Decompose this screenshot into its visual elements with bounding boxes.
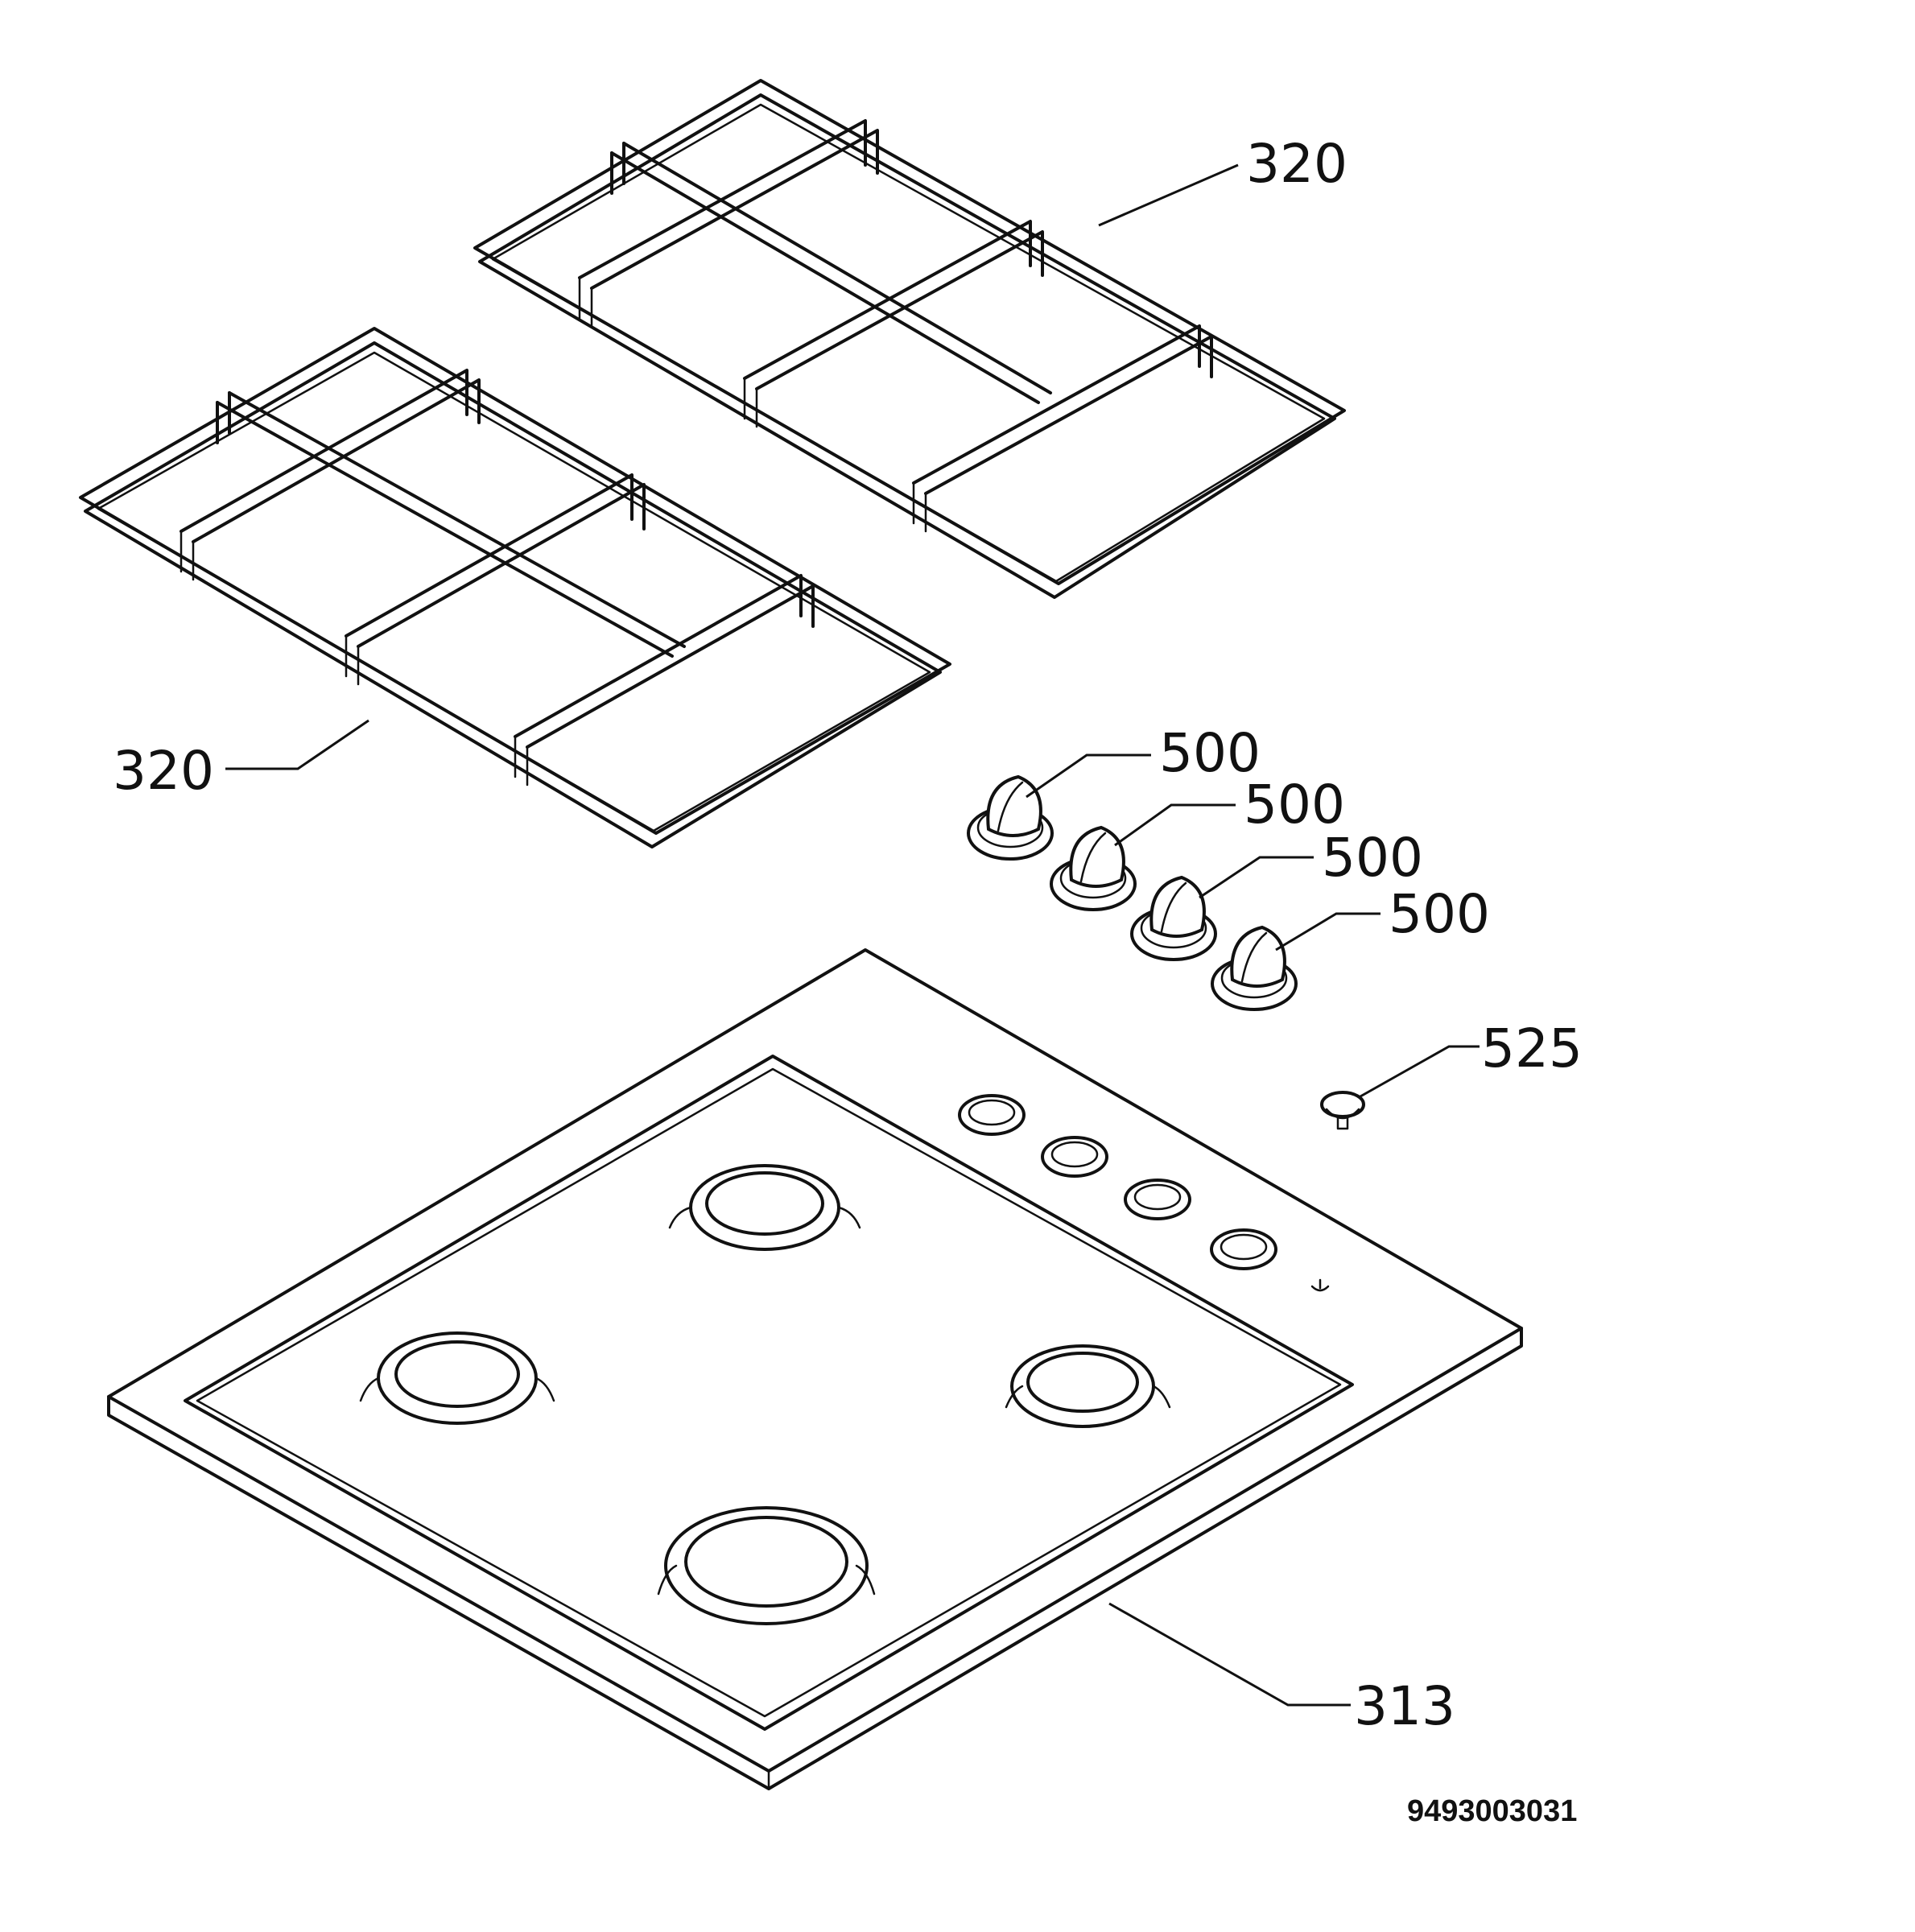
- callout-320-top: 320: [1246, 133, 1348, 195]
- callout-525-button: 525: [1481, 1018, 1583, 1080]
- callout-313-hob: 313: [1354, 1675, 1455, 1737]
- callout-500-knob-1: 500: [1159, 722, 1261, 784]
- burner-left: [359, 1331, 555, 1425]
- callout-320-left: 320: [113, 740, 214, 802]
- control-knob-1: [967, 774, 1054, 861]
- burner-rear: [668, 1164, 861, 1251]
- callout-500-knob-3: 500: [1322, 827, 1423, 889]
- burner-right: [1005, 1344, 1171, 1428]
- control-knob-2: [1050, 825, 1137, 911]
- pan-support-top: [473, 79, 1346, 599]
- callout-500-knob-2: 500: [1244, 774, 1345, 836]
- pan-support-left: [79, 327, 951, 848]
- burner-front: [657, 1506, 876, 1625]
- leader-lines: [225, 163, 1480, 1707]
- ignition-button: [1320, 1091, 1365, 1130]
- drawing-code: 9493003031: [1407, 1794, 1577, 1828]
- callout-500-knob-4: 500: [1389, 883, 1490, 945]
- hob-top-plate: [107, 948, 1523, 1790]
- control-knob-3: [1130, 875, 1217, 961]
- control-knob-4: [1211, 925, 1298, 1011]
